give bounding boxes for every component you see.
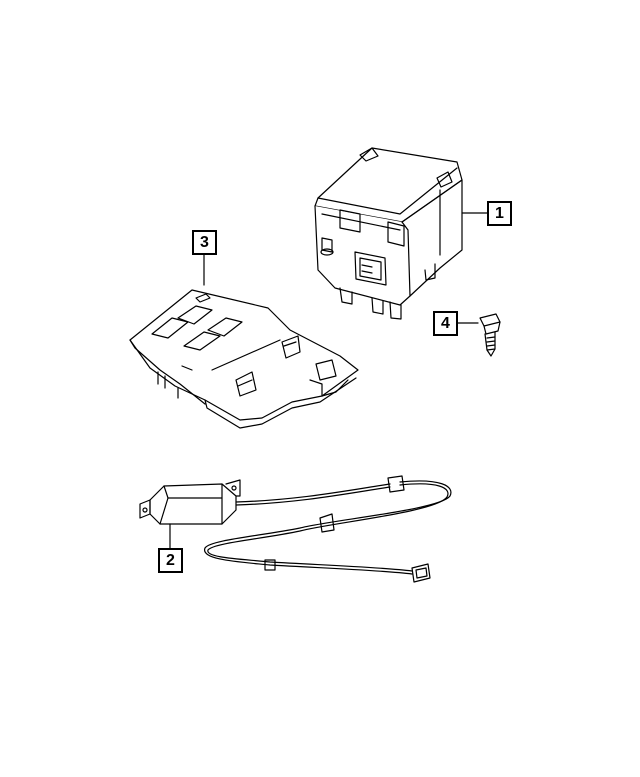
bolt-part: [479, 313, 501, 357]
antenna-harness-part: [139, 475, 452, 583]
callout-4: 4: [433, 311, 458, 336]
callout-3: 3: [192, 230, 217, 255]
bracket-part: [129, 289, 359, 429]
callout-1: 1: [487, 201, 512, 226]
callout-2: 2: [158, 548, 183, 573]
module-part: [314, 147, 463, 320]
